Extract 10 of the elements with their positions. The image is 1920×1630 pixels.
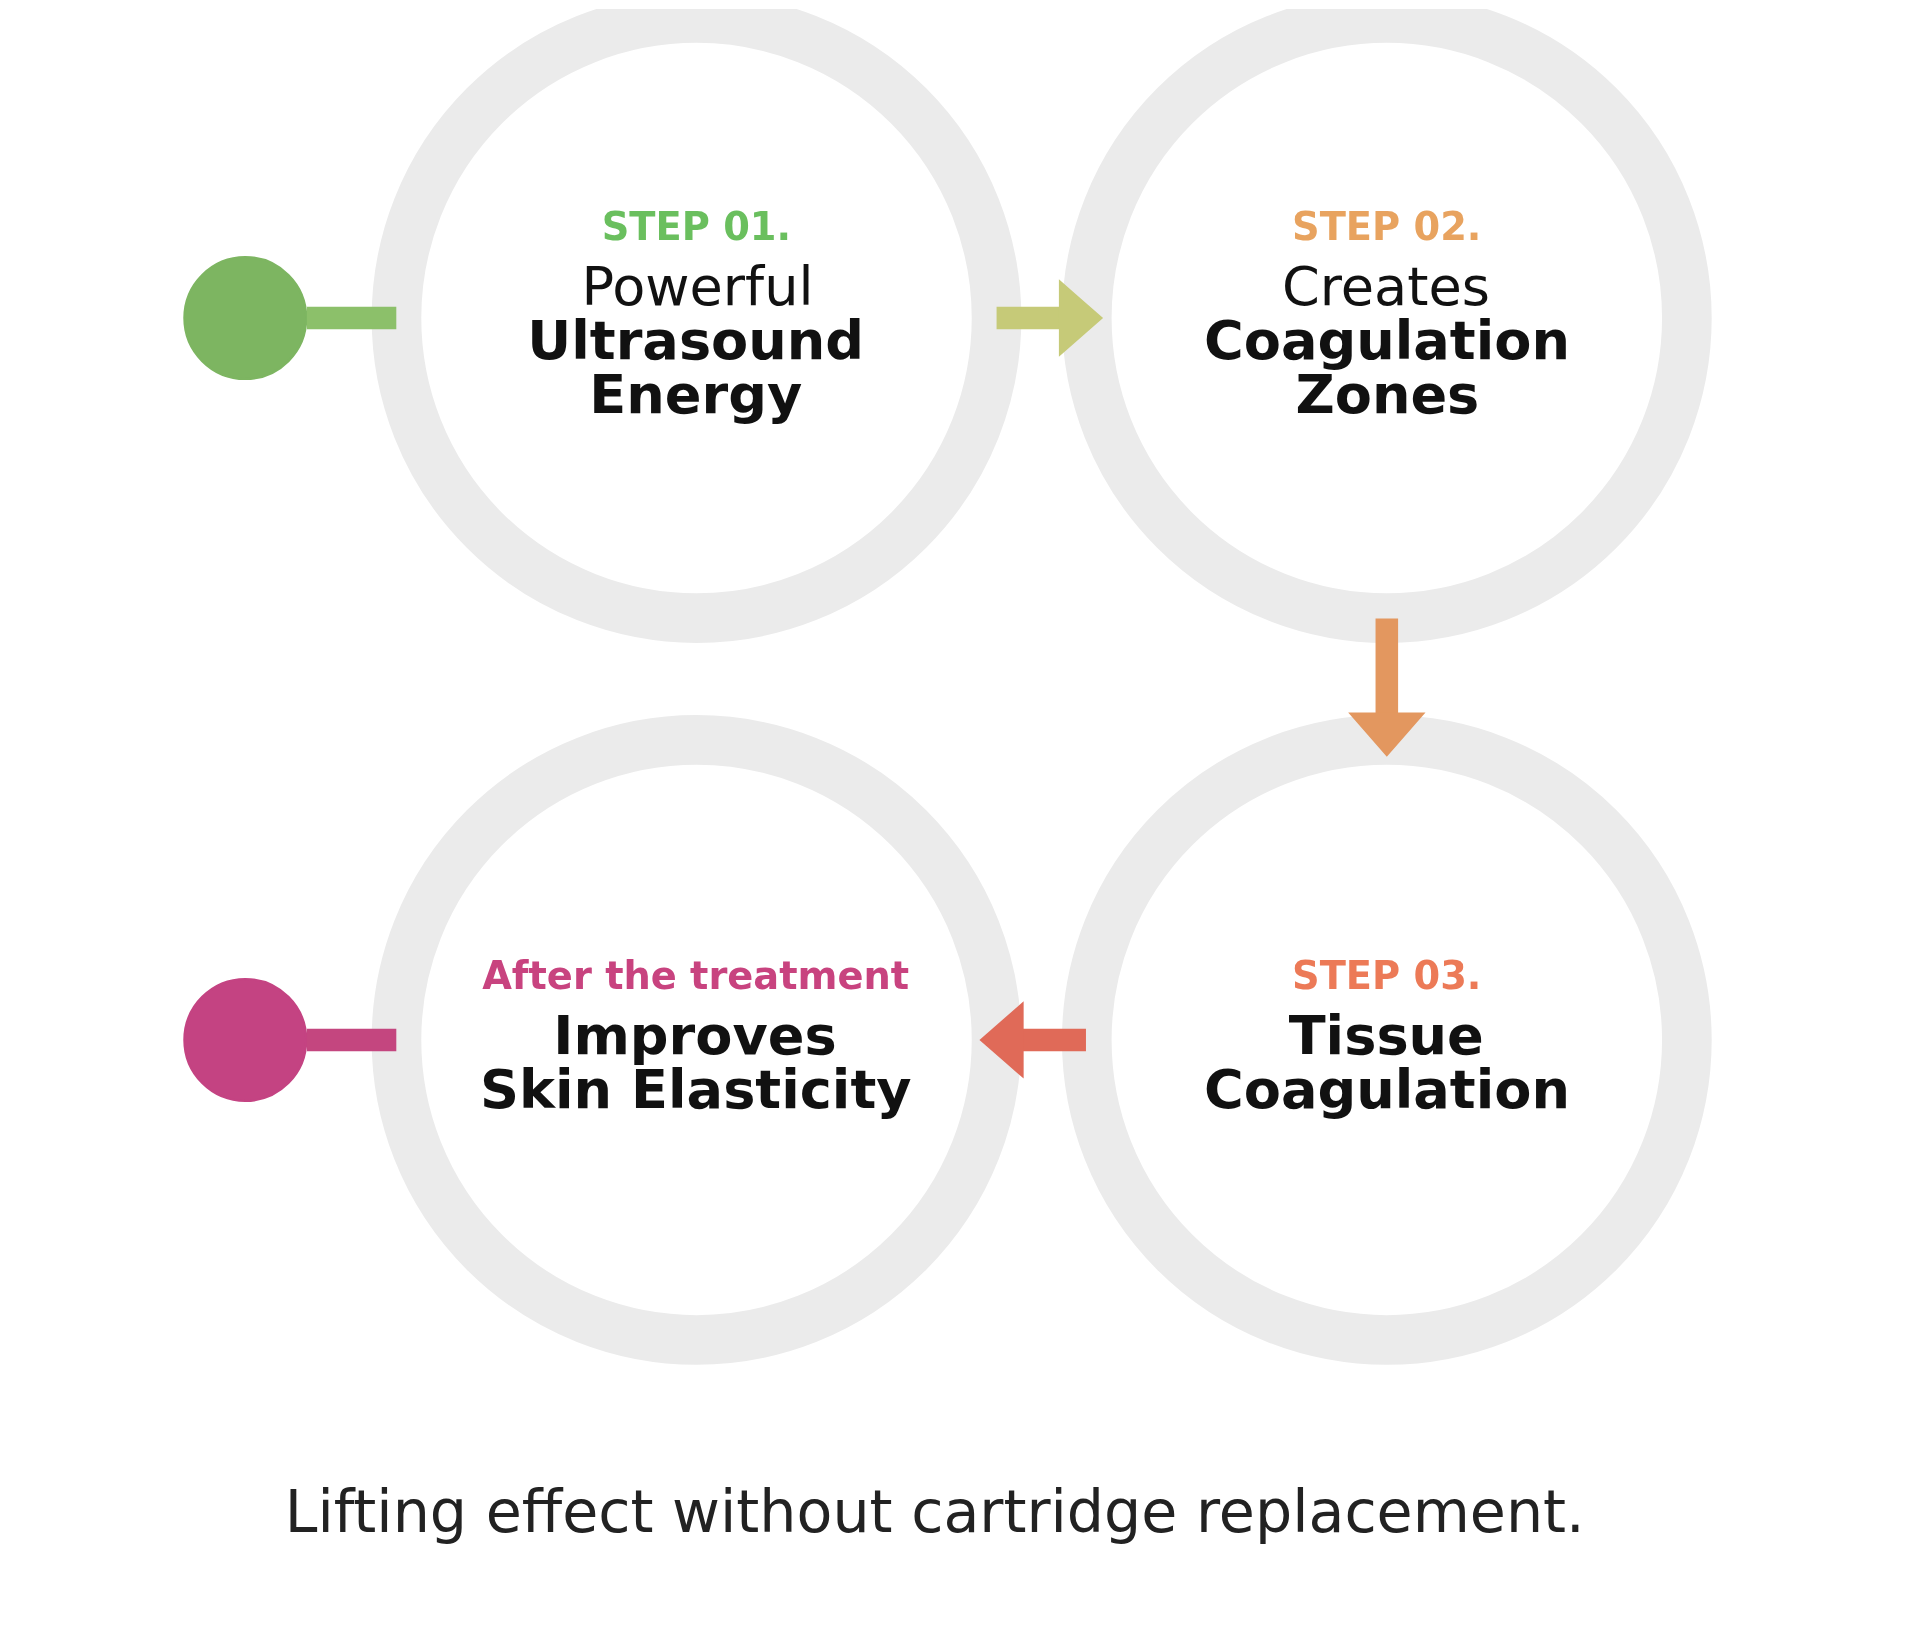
- node-circle: [183, 255, 308, 380]
- connector: [306, 306, 397, 329]
- node-circle: STEP 02. Creates Coagulation Zones: [1061, 8, 1712, 643]
- arrow: [996, 278, 1104, 357]
- node-circle: [183, 977, 308, 1102]
- connector: [306, 1028, 397, 1051]
- arrow: [1348, 618, 1426, 757]
- caption: Lifting effect without cartridge replacement.: [284, 1477, 1585, 1546]
- node-circle: STEP 01. Powerful Ultrasound Energy: [371, 8, 1022, 643]
- arrow: [979, 1000, 1086, 1079]
